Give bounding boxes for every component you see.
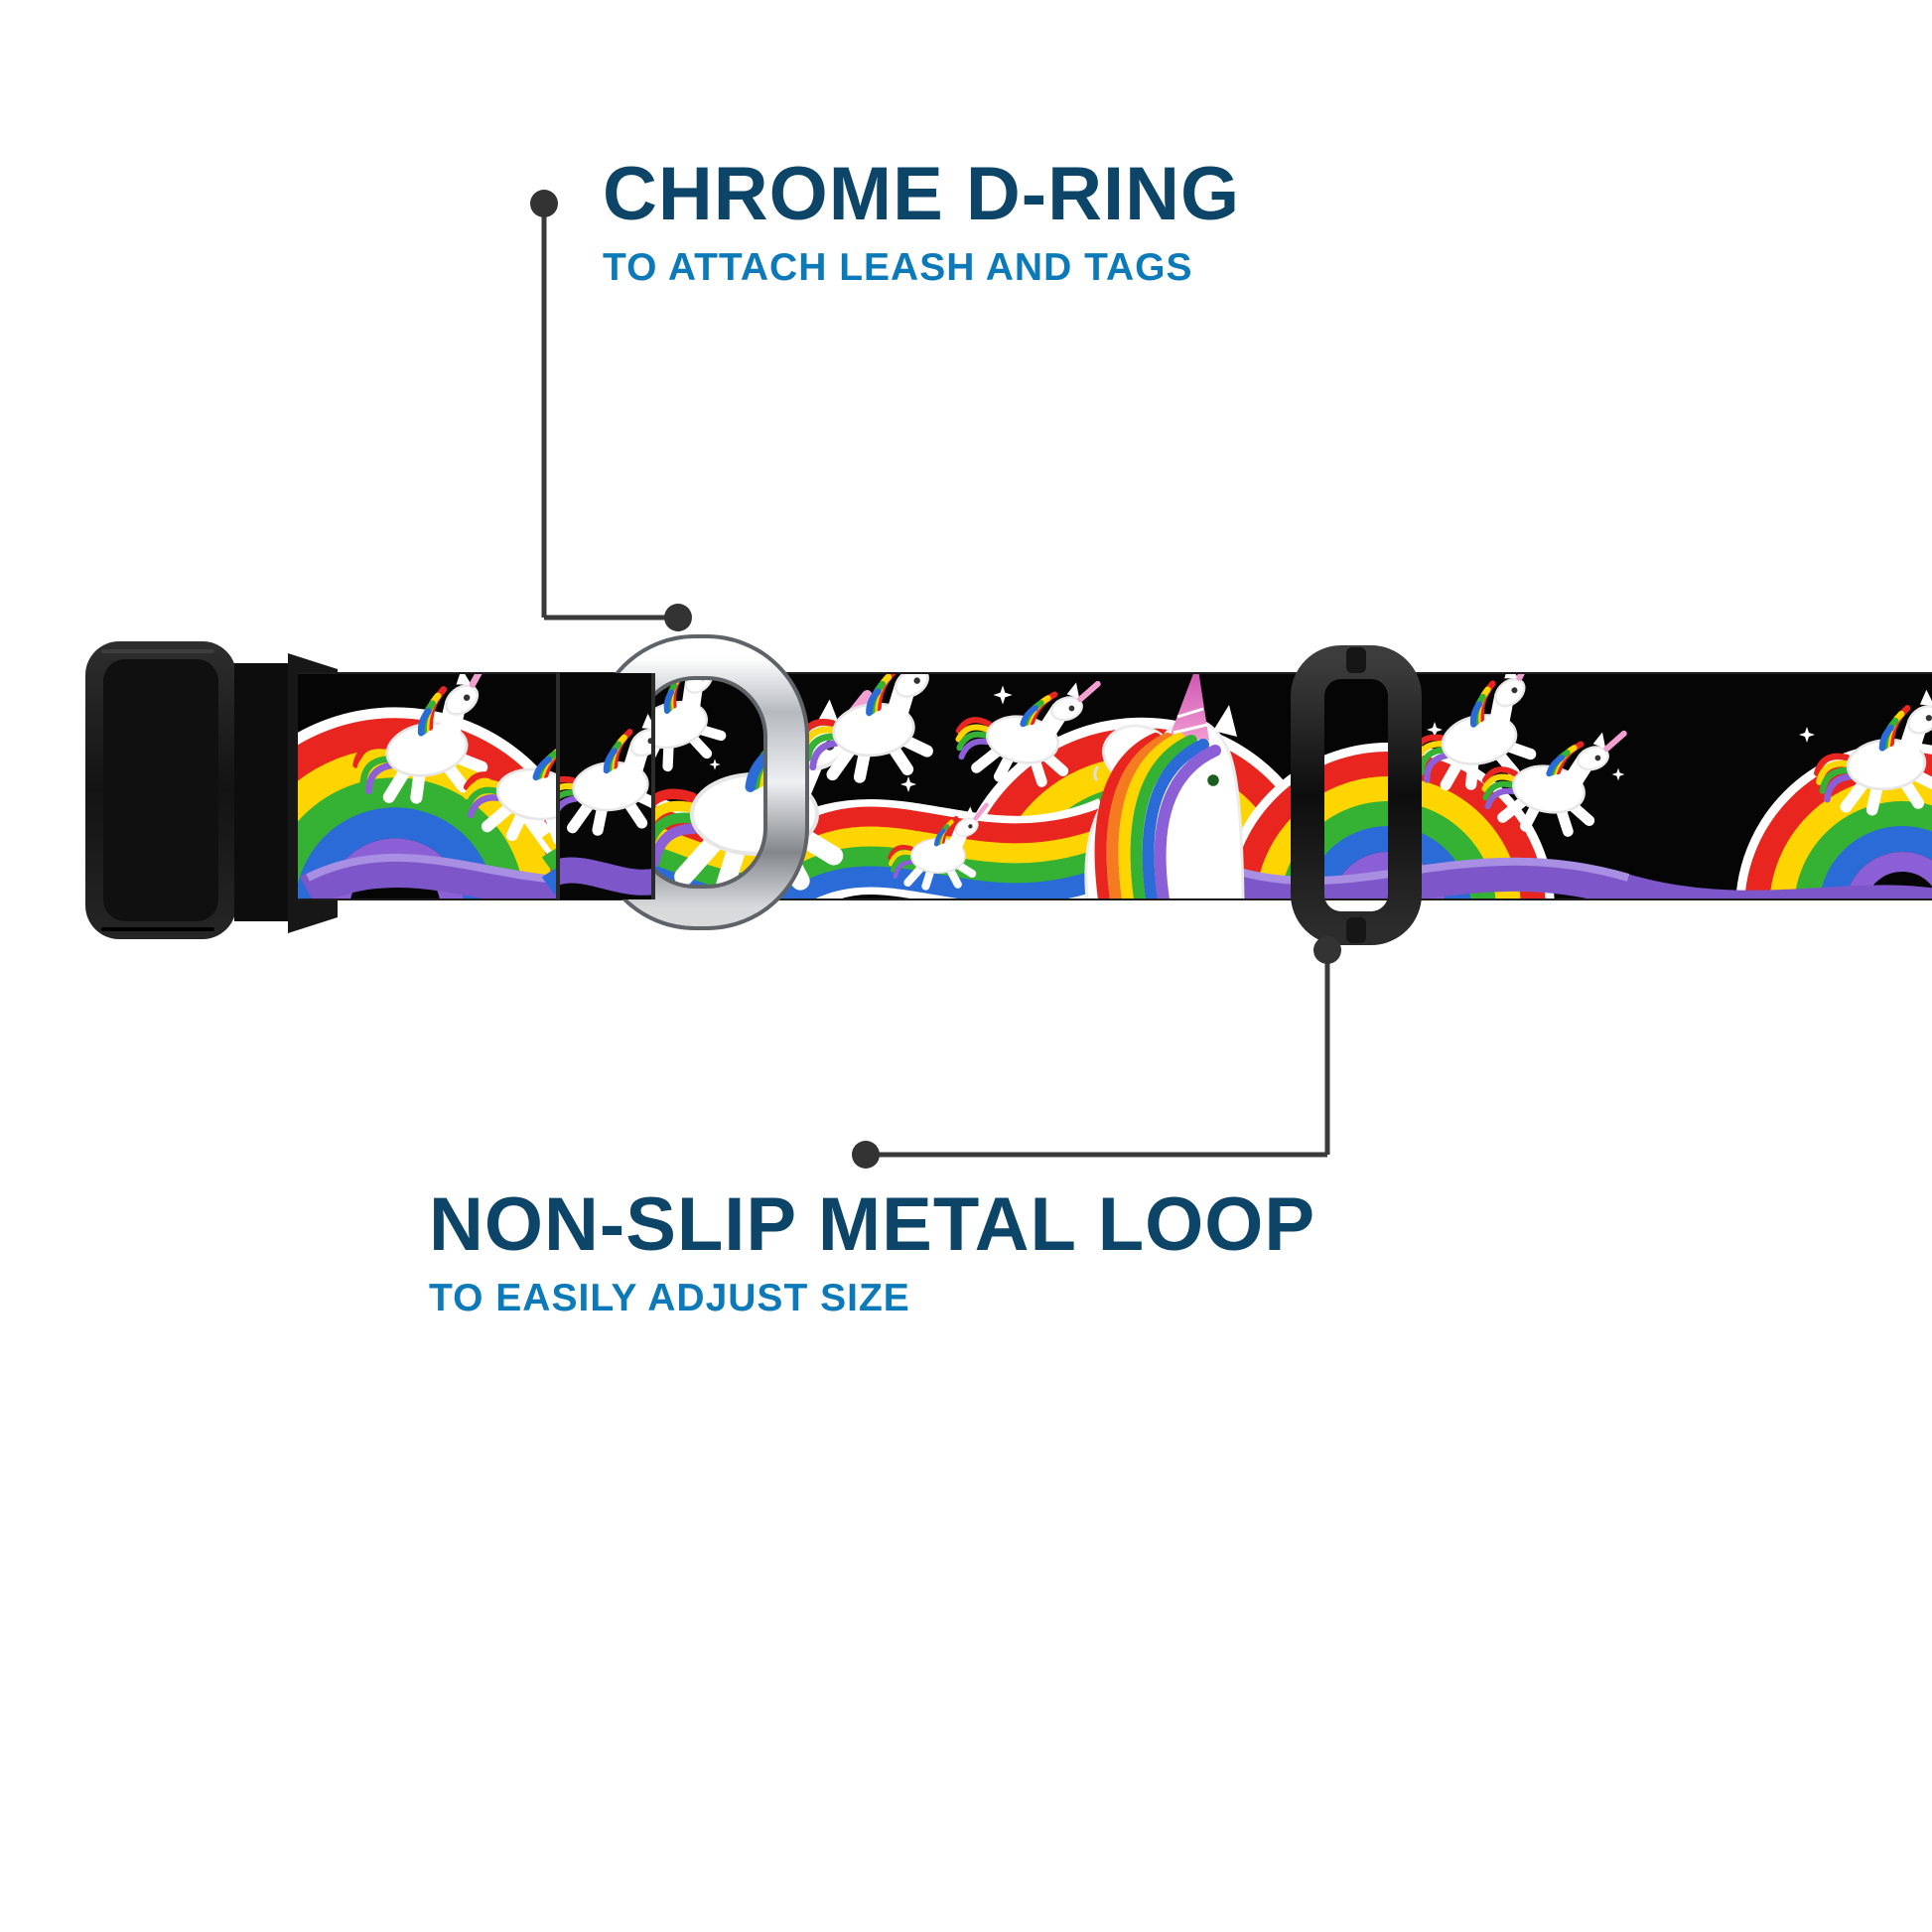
- metal-loop: [1291, 645, 1422, 945]
- webbing-fold: [556, 673, 655, 899]
- annotation-d-ring: CHROME D-RING TO ATTACH LEASH AND TAGS: [603, 152, 1241, 289]
- collar-strap: [298, 672, 1932, 900]
- callout-dring-line: [530, 190, 692, 631]
- callout-loop-line: [852, 936, 1341, 1169]
- annotation-metal-loop: NON-SLIP METAL LOOP TO EASILY ADJUST SIZ…: [429, 1182, 1316, 1319]
- metal-loop-title: NON-SLIP METAL LOOP: [429, 1182, 1316, 1267]
- plastic-buckle: [85, 641, 338, 939]
- large-unicorn-head: [1084, 673, 1245, 899]
- d-ring-title: CHROME D-RING: [603, 152, 1241, 236]
- d-ring-subtitle: TO ATTACH LEASH AND TAGS: [603, 246, 1193, 289]
- metal-loop-subtitle: TO EASILY ADJUST SIZE: [429, 1277, 910, 1319]
